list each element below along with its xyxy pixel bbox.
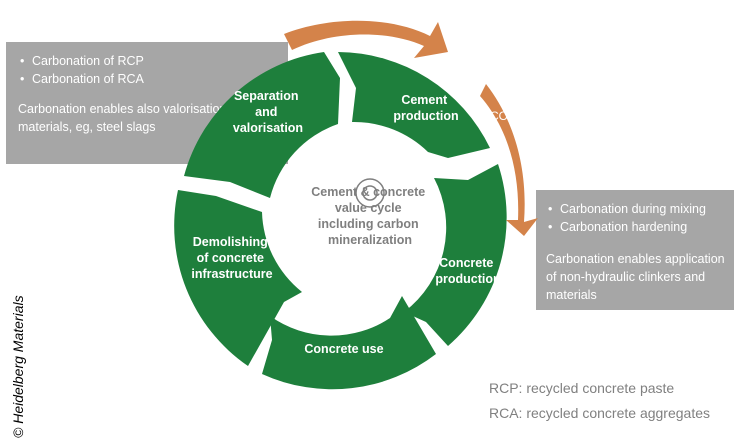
label-separation-2: and xyxy=(255,105,277,119)
left-bullet-rcp: Carbonation of RCP xyxy=(18,52,276,70)
segment-concrete-production xyxy=(404,164,507,346)
co2-arrow-top xyxy=(284,20,448,58)
co2-label-top: CO₂ xyxy=(396,41,419,55)
label-separation: Separation and valorisation xyxy=(233,89,303,135)
co2-arrows xyxy=(284,20,538,236)
co2-label-right: CO₂ xyxy=(490,109,513,123)
label-separation-1: Separation xyxy=(234,89,299,103)
label-demolishing-3: infrastructure xyxy=(191,267,272,281)
label-cement-production: Cement production xyxy=(393,93,458,123)
label-demolishing: Demolishing of concrete infrastructure xyxy=(191,235,272,281)
label-concrete-production: Concrete production xyxy=(435,256,500,286)
left-bullet-rca: Carbonation of RCA xyxy=(18,70,276,88)
right-box-text: Carbonation enables application of non-h… xyxy=(546,252,725,302)
label-concrete-use-1: Concrete use xyxy=(304,342,383,356)
center-label: Cement & concrete value cycle including … xyxy=(311,185,428,247)
label-cement-2: production xyxy=(393,109,458,123)
segment-concrete-use xyxy=(262,296,436,390)
right-bullet-mixing: Carbonation during mixing xyxy=(546,200,726,218)
label-concrete-use: Concrete use xyxy=(304,342,383,356)
co2-arrow-right xyxy=(480,84,538,236)
center-outer-ring-icon xyxy=(355,178,385,208)
legend-rcp: RCP: recycled concrete paste xyxy=(489,380,675,396)
left-box-text: Carbonation enables also valorisation of… xyxy=(18,102,273,134)
center-line-2: value cycle xyxy=(335,201,402,215)
legend-rca: RCA: recycled concrete aggregates xyxy=(489,405,710,421)
segment-demolishing xyxy=(174,190,302,366)
cycle-ring xyxy=(174,52,507,390)
center-line-4: mineralization xyxy=(328,233,412,247)
label-demolishing-2: of concrete xyxy=(197,251,264,265)
copyright-notice: © Heidelberg Materials xyxy=(10,295,26,438)
right-info-box: Carbonation during mixing Carbonation ha… xyxy=(536,190,734,310)
segment-separation xyxy=(184,52,340,198)
label-cement-1: Cement xyxy=(401,93,448,107)
center-line-1: Cement & concrete xyxy=(311,185,425,199)
center-line-3: including carbon xyxy=(318,217,419,231)
segment-cement-production xyxy=(338,52,490,158)
right-bullet-hardening: Carbonation hardening xyxy=(546,218,726,236)
label-concrete-prod-2: production xyxy=(435,272,500,286)
center-inner-ring-icon xyxy=(362,185,378,201)
label-demolishing-1: Demolishing xyxy=(193,235,268,249)
label-concrete-prod-1: Concrete xyxy=(439,256,493,270)
label-separation-3: valorisation xyxy=(233,121,303,135)
